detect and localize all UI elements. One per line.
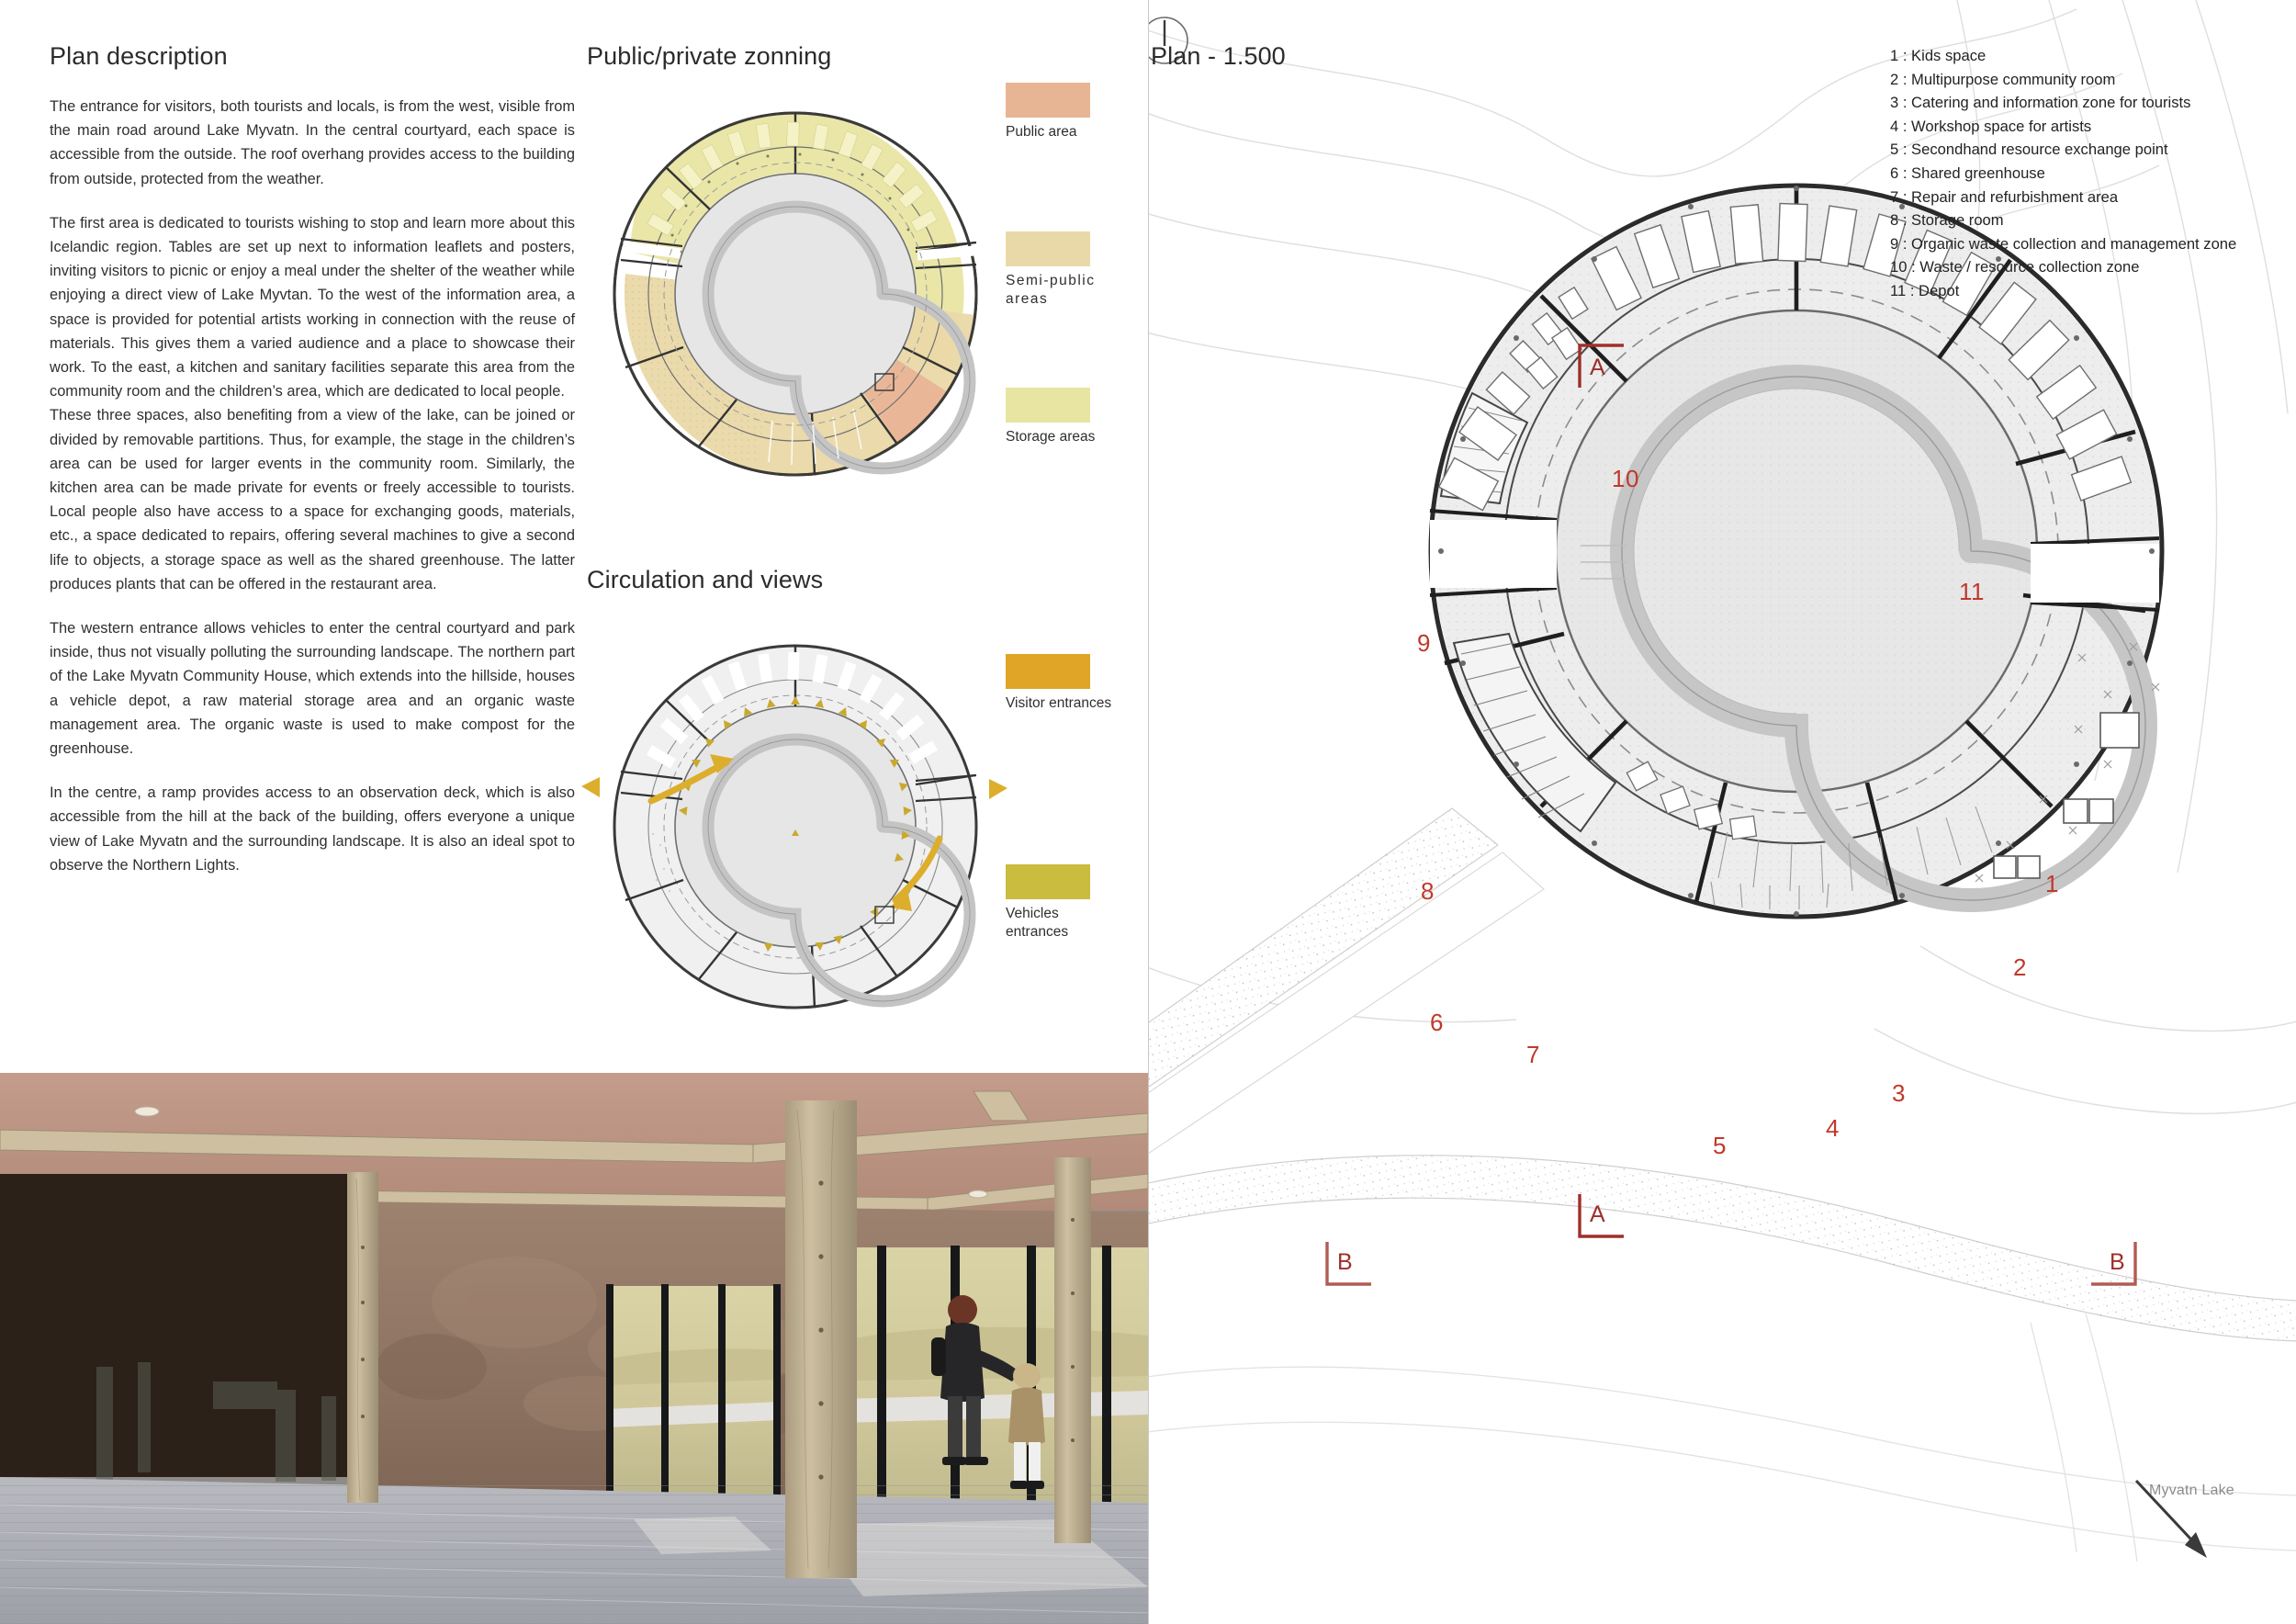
room-legend-item: 8 : Storage room bbox=[1890, 211, 2004, 230]
legend-item-vehicles-entrances: Vehicles entrances bbox=[1006, 864, 1116, 942]
section-marker-b-left: B bbox=[1323, 1240, 1375, 1292]
legend-swatch-visitor-entrances bbox=[1006, 654, 1090, 689]
plan-number-11: 11 bbox=[1959, 578, 1985, 605]
plan-number-7: 7 bbox=[1526, 1041, 1540, 1068]
legend-swatch-vehicles-entrances bbox=[1006, 864, 1090, 899]
description-paragraph: These three spaces, also benefiting from… bbox=[50, 407, 575, 592]
legend-label-visitor-entrances: Visitor entrances bbox=[1006, 695, 1112, 711]
section-letter: A bbox=[1590, 1201, 1605, 1227]
interior-render-image bbox=[0, 1073, 1148, 1624]
room-legend-item: 7 : Repair and refurbishment area bbox=[1890, 187, 2119, 206]
site-plan-column: A A B B bbox=[1149, 0, 2296, 1624]
room-legend-item: 2 : Multipurpose community room bbox=[1890, 70, 2116, 88]
legend-item-visitor-entrances: Visitor entrances bbox=[1006, 654, 1116, 713]
myvatn-lake-label: Myvatn Lake bbox=[2149, 1483, 2234, 1498]
legend-item-public-area: Public area bbox=[1006, 83, 1116, 141]
zoning-plan-diagram bbox=[580, 72, 1011, 513]
plan-description-title: Plan description bbox=[50, 42, 228, 70]
legend-swatch-public-area bbox=[1006, 83, 1090, 118]
vehicle-entrance-marker-east bbox=[989, 779, 1007, 799]
plan-description-body: The entrance for visitors, both tourists… bbox=[50, 95, 575, 877]
room-legend-item: 1 : Kids space bbox=[1890, 47, 1986, 64]
room-legend-item: 10 : Waste / resource collection zone bbox=[1890, 258, 2140, 276]
section-letter: B bbox=[1337, 1249, 1353, 1275]
circulation-plan-diagram bbox=[580, 604, 1011, 1045]
plan-description-column: Plan description The entrance for visito… bbox=[0, 0, 575, 1066]
zoning-legend: Public area Semi-public areas Storage ar… bbox=[1006, 83, 1116, 456]
plan-number-4: 4 bbox=[1826, 1114, 1840, 1142]
circulation-legend: Visitor entrances Vehicles entrances bbox=[1006, 654, 1116, 951]
description-paragraph: The entrance for visitors, both tourists… bbox=[50, 98, 575, 187]
room-number-legend: 1 : Kids space 2 : Multipurpose communit… bbox=[1890, 44, 2276, 303]
circulation-diagram-title: Circulation and views bbox=[587, 566, 824, 593]
section-marker-a-bottom: A bbox=[1576, 1192, 1627, 1245]
legend-label-semi-public-areas: Semi-public areas bbox=[1006, 273, 1096, 307]
plan-number-1: 1 bbox=[2045, 870, 2059, 897]
plan-number-5: 5 bbox=[1713, 1132, 1727, 1159]
section-letter: B bbox=[2110, 1249, 2125, 1275]
description-paragraph: The first area is dedicated to tourists … bbox=[50, 214, 575, 400]
description-paragraph: The western entrance allows vehicles to … bbox=[50, 620, 575, 758]
description-paragraph: In the centre, a ramp provides access to… bbox=[50, 784, 575, 874]
section-letter: A bbox=[1590, 355, 1605, 380]
room-legend-item: 5 : Secondhand resource exchange point bbox=[1890, 141, 2168, 159]
site-plan-drawing bbox=[1149, 0, 2296, 1562]
plan-number-8: 8 bbox=[1421, 877, 1435, 905]
section-marker-b-right: B bbox=[2088, 1240, 2139, 1292]
room-legend-item: 4 : Workshop space for artists bbox=[1890, 117, 2092, 135]
legend-swatch-semi-public-areas bbox=[1006, 231, 1090, 266]
legend-item-semi-public-areas: Semi-public areas bbox=[1006, 231, 1116, 309]
room-legend-item: 3 : Catering and information zone for to… bbox=[1890, 94, 2191, 112]
legend-item-storage-areas: Storage areas bbox=[1006, 388, 1116, 446]
diagrams-column: Public/private zonning bbox=[574, 0, 1148, 1066]
plan-number-2: 2 bbox=[2013, 953, 2027, 981]
plan-number-6: 6 bbox=[1430, 1009, 1444, 1036]
north-arrow-icon bbox=[1149, 17, 1188, 64]
legend-label-storage-areas: Storage areas bbox=[1006, 429, 1096, 445]
zoning-diagram-title: Public/private zonning bbox=[587, 42, 832, 70]
vehicle-entrance-marker-west bbox=[581, 777, 600, 797]
legend-swatch-storage-areas bbox=[1006, 388, 1090, 423]
room-legend-item: 11 : Depot bbox=[1890, 281, 1960, 299]
plan-number-9: 9 bbox=[1417, 629, 1431, 657]
column-divider bbox=[1148, 0, 1149, 1624]
legend-label-public-area: Public area bbox=[1006, 124, 1077, 140]
plan-number-3: 3 bbox=[1892, 1079, 1906, 1107]
plan-scale-title: Plan - 1.500 bbox=[1151, 42, 1286, 70]
room-legend-item: 9 : Organic waste collection and managem… bbox=[1890, 234, 2237, 253]
lake-direction-arrow bbox=[2134, 1479, 2207, 1558]
section-marker-a-top: A bbox=[1576, 342, 1627, 394]
room-legend-item: 6 : Shared greenhouse bbox=[1890, 164, 2045, 182]
plan-number-10: 10 bbox=[1612, 465, 1639, 492]
legend-label-vehicles-entrances: Vehicles entrances bbox=[1006, 906, 1069, 940]
